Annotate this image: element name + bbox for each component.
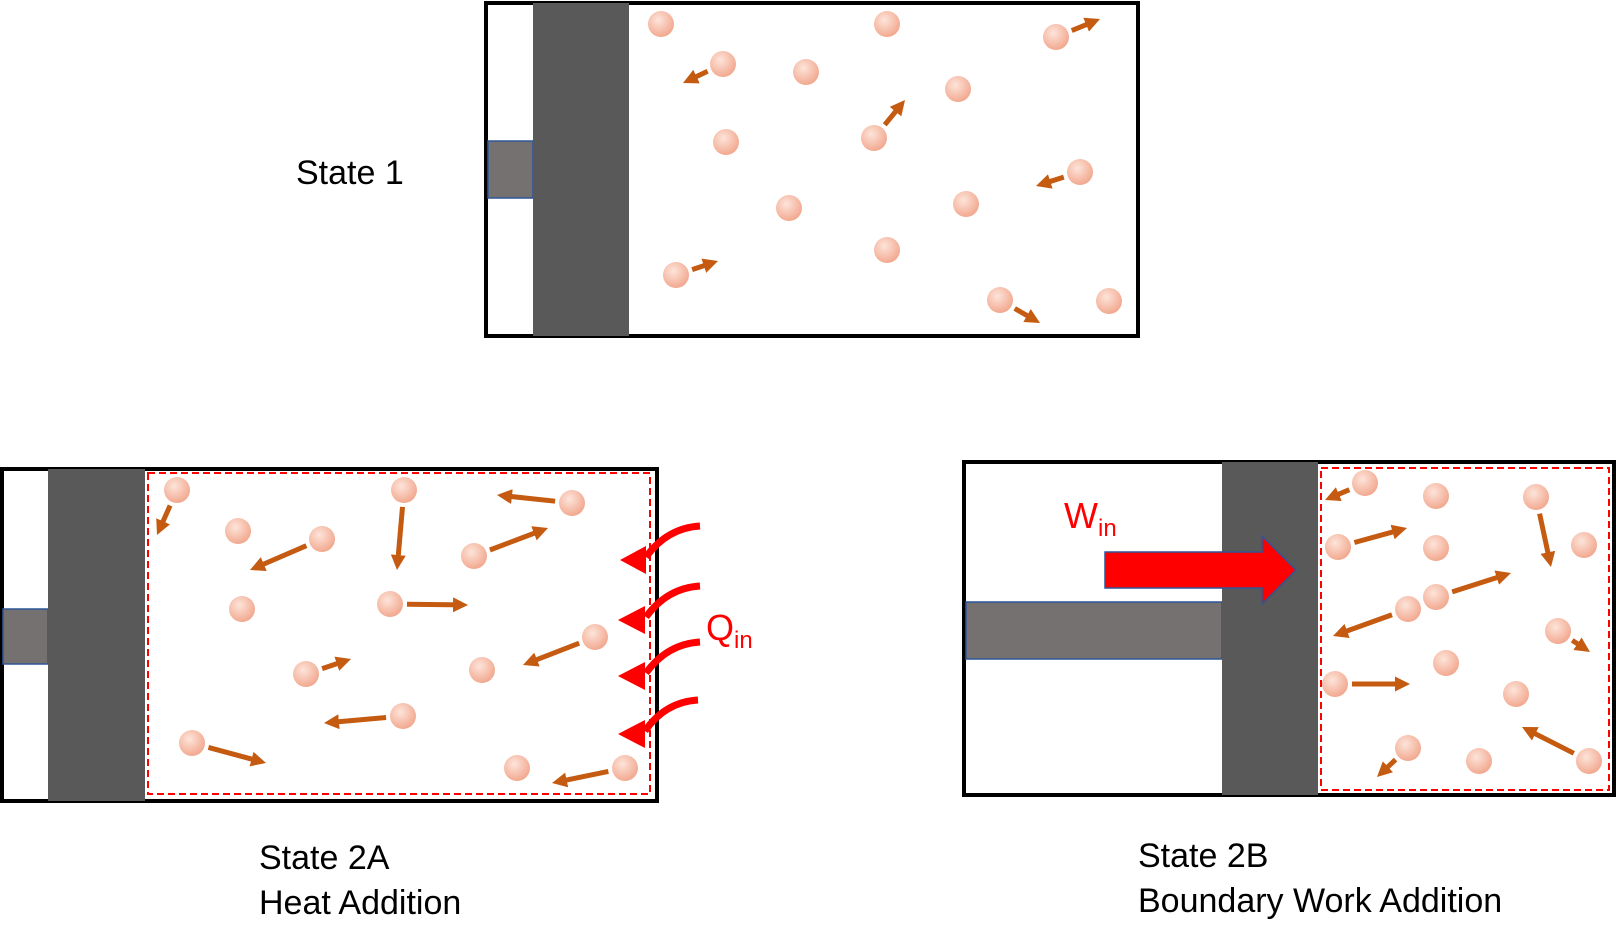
gas-particle: [663, 262, 689, 288]
velocity-arrow: [523, 640, 581, 667]
gas-particle: [1423, 483, 1449, 509]
velocity-arrow: [489, 526, 549, 553]
gas-particle: [1545, 618, 1571, 644]
state2a-label: State 2A: [259, 839, 390, 877]
state1-piston-rod: [487, 140, 534, 199]
velocity-arrow: [683, 69, 709, 84]
velocity-arrow: [551, 768, 609, 788]
gas-particle: [1423, 535, 1449, 561]
velocity-arrow: [1035, 174, 1065, 189]
gas-particle: [1576, 748, 1602, 774]
state1-label: State 1: [296, 154, 404, 192]
gas-particle: [776, 195, 802, 221]
velocity-arrow: [406, 597, 468, 613]
gas-particle: [861, 125, 887, 151]
heat-transfer-arrows: [618, 522, 701, 748]
state2a-piston-rod: [2, 608, 49, 665]
state2b-piston-rod: [965, 601, 1223, 660]
velocity-arrow: [1537, 513, 1556, 567]
gas-particle: [229, 596, 255, 622]
gas-particle: [1523, 484, 1549, 510]
velocity-arrow: [1070, 17, 1101, 33]
gas-particle: [713, 129, 739, 155]
gas-particle: [469, 657, 495, 683]
state2a-cylinder: Qin: [0, 467, 753, 803]
gas-particle: [582, 624, 608, 650]
gas-particle: [987, 287, 1013, 313]
work-in-arrow: [1104, 534, 1298, 606]
gas-particle: [953, 191, 979, 217]
gas-particle: [390, 703, 416, 729]
gas-particle: [559, 490, 585, 516]
heat-arrow: [620, 522, 701, 574]
state1-cylinder: [484, 1, 1140, 338]
state2b-system-boundary: [1320, 467, 1610, 791]
state2a-piston: [48, 469, 145, 801]
heat-arrow: [618, 638, 701, 690]
state2b-gas-particles: [1322, 470, 1602, 778]
gas-particle: [1352, 470, 1378, 496]
gas-particle: [377, 591, 403, 617]
velocity-arrow: [321, 656, 351, 671]
gas-particle: [1325, 534, 1351, 560]
gas-particle: [293, 661, 319, 687]
gas-particle: [1503, 681, 1529, 707]
gas-particle: [1423, 584, 1449, 610]
gas-particle: [1433, 650, 1459, 676]
velocity-arrow: [1013, 306, 1041, 324]
gas-particle: [1096, 288, 1122, 314]
velocity-arrow: [1521, 726, 1575, 756]
gas-particle: [1395, 596, 1421, 622]
state2a-gas-particles: [156, 477, 638, 788]
velocity-arrow: [1353, 524, 1408, 545]
state2b-piston: [1222, 462, 1318, 795]
gas-particle: [1466, 748, 1492, 774]
gas-particle: [874, 11, 900, 37]
velocity-arrow: [1324, 487, 1351, 502]
gas-particle: [612, 755, 638, 781]
state2a-description: Heat Addition: [259, 884, 461, 922]
gas-particle: [945, 76, 971, 102]
state2b-cylinder: Win: [962, 460, 1616, 797]
velocity-arrow: [250, 543, 308, 571]
velocity-arrow: [207, 745, 267, 767]
velocity-arrow: [1332, 612, 1393, 638]
gas-particle: [648, 11, 674, 37]
gas-particle: [793, 59, 819, 85]
state2b-description: Boundary Work Addition: [1138, 882, 1502, 920]
state2a-system-boundary: [147, 472, 651, 795]
heat-in-label: Qin: [706, 607, 753, 654]
state2b-label: State 2B: [1138, 837, 1268, 875]
gas-particle: [179, 730, 205, 756]
gas-particle: [391, 477, 417, 503]
work-in-label: Win: [1064, 495, 1117, 542]
gas-particle: [1322, 671, 1348, 697]
gas-particle: [309, 526, 335, 552]
state1-piston: [533, 3, 629, 336]
gas-particle: [1571, 532, 1597, 558]
velocity-arrow: [497, 489, 556, 505]
gas-particle: [164, 477, 190, 503]
velocity-arrow: [390, 506, 406, 570]
heat-arrow: [618, 696, 699, 748]
velocity-arrow: [882, 100, 905, 127]
heat-arrow: [618, 582, 701, 634]
gas-particle: [461, 543, 487, 569]
gas-particle: [874, 237, 900, 263]
gas-particle: [710, 51, 736, 77]
velocity-arrow: [691, 258, 719, 273]
gas-particle: [1395, 735, 1421, 761]
gas-particle: [1043, 24, 1069, 50]
gas-particle: [504, 755, 530, 781]
gas-particle: [1067, 159, 1093, 185]
velocity-arrow: [324, 714, 387, 730]
velocity-arrow: [1451, 570, 1511, 595]
velocity-arrow: [1570, 637, 1591, 652]
gas-particle: [225, 518, 251, 544]
state1-gas-particles: [648, 11, 1122, 324]
velocity-arrow: [156, 504, 173, 536]
velocity-arrow: [1376, 757, 1398, 778]
